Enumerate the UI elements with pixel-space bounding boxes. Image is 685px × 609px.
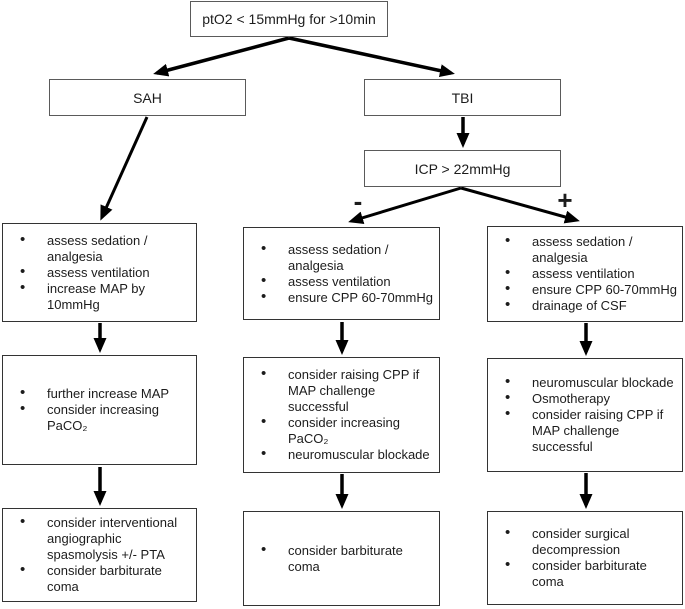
node-sah-label: SAH bbox=[133, 89, 162, 106]
bullet-item: drainage of CSF bbox=[488, 297, 682, 314]
bullet-item: assess ventilation bbox=[244, 273, 439, 290]
icp-positive-label: + bbox=[557, 185, 573, 215]
node-tbi-neg-step3: consider barbiturate coma bbox=[243, 511, 440, 606]
bullet-list: consider barbiturate coma bbox=[244, 542, 439, 575]
bullet-item: consider increasing PaCO₂ bbox=[244, 414, 439, 447]
bullet-item: consider increasing PaCO₂ bbox=[3, 401, 196, 434]
node-icp: ICP > 22mmHg bbox=[364, 150, 561, 187]
bullet-item: Osmotherapy bbox=[488, 390, 682, 407]
node-sah-step1: assess sedation / analgesia assess venti… bbox=[2, 223, 197, 322]
node-sah-step3: consider interventional angiographic spa… bbox=[2, 508, 197, 602]
node-tbi: TBI bbox=[364, 79, 561, 116]
bullet-item: consider barbiturate coma bbox=[3, 562, 196, 595]
node-tbi-neg-step1: assess sedation / analgesia assess venti… bbox=[243, 227, 440, 320]
node-root: ptO2 < 15mmHg for >10min bbox=[190, 1, 388, 37]
bullet-list: assess sedation / analgesia assess venti… bbox=[488, 233, 682, 314]
bullet-item: assess sedation / analgesia bbox=[244, 241, 439, 274]
node-tbi-pos-step3: consider surgical decompression consider… bbox=[487, 511, 683, 605]
node-sah-step2: further increase MAP consider increasing… bbox=[2, 355, 197, 465]
bullet-list: neuromuscular blockade Osmotherapy consi… bbox=[488, 374, 682, 455]
bullet-list: assess sedation / analgesia assess venti… bbox=[3, 232, 196, 313]
icp-negative-label: - bbox=[353, 186, 363, 216]
bullet-item: consider raising CPP if MAP challenge su… bbox=[244, 366, 439, 415]
bullet-item: ensure CPP 60-70mmHg bbox=[488, 281, 682, 298]
bullet-item: assess sedation / analgesia bbox=[488, 233, 682, 266]
node-tbi-neg-step2: consider raising CPP if MAP challenge su… bbox=[243, 357, 440, 473]
bullet-list: further increase MAP consider increasing… bbox=[3, 385, 196, 434]
bullet-item: assess ventilation bbox=[3, 264, 196, 281]
bullet-list: consider surgical decompression consider… bbox=[488, 525, 682, 590]
bullet-item: consider raising CPP if MAP challenge su… bbox=[488, 406, 682, 455]
bullet-item: further increase MAP bbox=[3, 385, 196, 402]
bullet-item: consider interventional angiographic spa… bbox=[3, 514, 196, 563]
node-sah: SAH bbox=[49, 79, 246, 116]
bullet-item: consider barbiturate coma bbox=[488, 557, 682, 590]
bullet-list: assess sedation / analgesia assess venti… bbox=[244, 241, 439, 306]
bullet-item: neuromuscular blockade bbox=[244, 446, 439, 463]
node-tbi-label: TBI bbox=[451, 89, 474, 106]
node-icp-label: ICP > 22mmHg bbox=[414, 160, 511, 177]
bullet-item: consider barbiturate coma bbox=[244, 542, 439, 575]
node-tbi-pos-step1: assess sedation / analgesia assess venti… bbox=[487, 226, 683, 322]
bullet-item: assess ventilation bbox=[488, 265, 682, 282]
bullet-item: consider surgical decompression bbox=[488, 525, 682, 558]
bullet-list: consider interventional angiographic spa… bbox=[3, 514, 196, 595]
bullet-item: assess sedation / analgesia bbox=[3, 232, 196, 265]
bullet-item: ensure CPP 60-70mmHg bbox=[244, 289, 439, 306]
bullet-item: increase MAP by 10mmHg bbox=[3, 280, 196, 313]
node-tbi-pos-step2: neuromuscular blockade Osmotherapy consi… bbox=[487, 358, 683, 472]
bullet-item: neuromuscular blockade bbox=[488, 374, 682, 391]
bullet-list: consider raising CPP if MAP challenge su… bbox=[244, 366, 439, 463]
node-root-label: ptO2 < 15mmHg for >10min bbox=[202, 11, 376, 27]
